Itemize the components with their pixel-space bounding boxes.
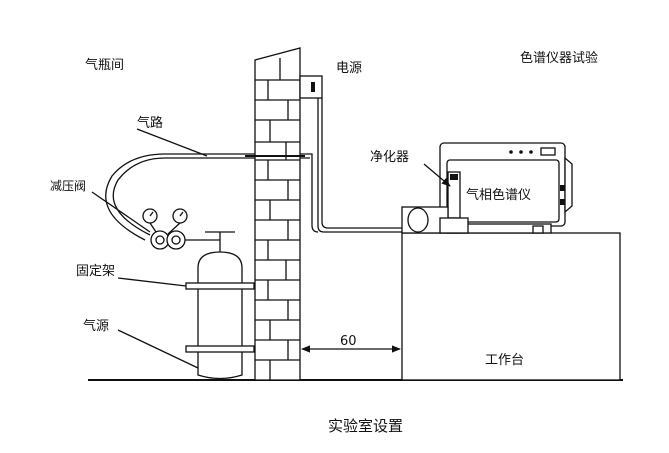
label-gas-chromatograph: 气相色谱仪 <box>466 187 531 203</box>
leader-gas-line <box>136 128 208 157</box>
label-pressure-valve: 减压阀 <box>50 179 86 193</box>
power-socket <box>299 75 323 99</box>
leader-purifier <box>423 163 451 187</box>
label-power: 电源 <box>336 61 362 76</box>
label-fixed-frame: 固定架 <box>76 264 115 279</box>
gas-chromatograph <box>439 142 573 234</box>
label-distance: 60 <box>340 334 357 349</box>
label-purifier: 净化器 <box>370 150 409 165</box>
power-cable <box>317 98 402 233</box>
label-gc-test: 色谱仪器试验 <box>520 50 598 66</box>
pressure-reducing-valve <box>142 208 235 252</box>
leader-fixed-frame <box>117 277 187 287</box>
gas-line-pipe <box>112 157 310 236</box>
label-gas-source: 气源 <box>83 318 109 334</box>
purifier <box>401 171 469 234</box>
label-workbench: 工作台 <box>485 353 524 368</box>
workbench <box>401 232 621 381</box>
gas-cylinder <box>185 251 255 380</box>
figure-caption: 实验室设置 <box>328 417 403 435</box>
label-gas-line: 气路 <box>137 115 163 131</box>
brick-wall <box>254 47 301 381</box>
leader-pressure-valve <box>91 191 151 233</box>
leader-gas-source <box>117 329 199 369</box>
label-gas-cylinder-room: 气瓶间 <box>85 57 124 73</box>
